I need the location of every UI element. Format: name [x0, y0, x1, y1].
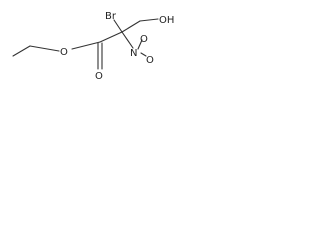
bond-alpha-c-n: [121, 31, 134, 49]
bond-n-o-right: [140, 52, 147, 57]
bonds: [12, 18, 159, 70]
bond-n-o-top: [137, 39, 143, 50]
bond-o-carbonyl-c: [71, 41, 101, 50]
bond-ch2-o: [29, 45, 60, 52]
nitrogen-label: N: [130, 48, 137, 59]
hydroxyl-label: OH: [159, 15, 174, 26]
structure-diagram: Br OH O O N O O: [0, 0, 200, 99]
bond-alpha-c-br: [113, 19, 123, 33]
nitro-oxygen-top-label: O: [140, 34, 148, 45]
bond-alpha-c-ch2: [121, 20, 141, 33]
bond-ch3-ch2: [12, 45, 31, 57]
bond-ch2-oh: [139, 18, 159, 22]
bond-carbonyl-c-alpha-c: [99, 31, 123, 43]
molecule-drawing: Br OH O O N O O: [12, 11, 174, 82]
nitro-oxygen-right-label: O: [146, 55, 154, 66]
carbonyl-oxygen-label: O: [95, 71, 103, 82]
atom-labels: Br OH O O N O O: [60, 11, 174, 82]
ester-oxygen-label: O: [60, 47, 68, 58]
bromine-label: Br: [105, 11, 117, 22]
